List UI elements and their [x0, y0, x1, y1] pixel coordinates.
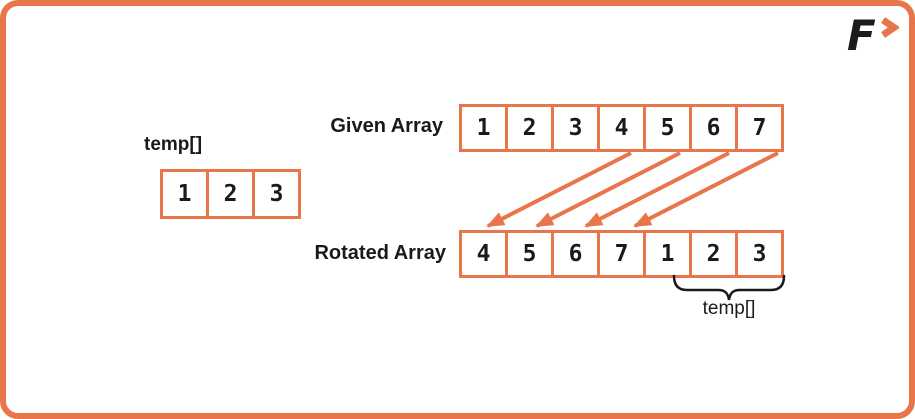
- given-array-cell: 5: [643, 104, 692, 152]
- logo-letter: F: [847, 14, 876, 56]
- temp-array-label: temp[]: [144, 134, 203, 155]
- curly-brace: [672, 274, 786, 301]
- rotation-arrow: [584, 151, 730, 228]
- given-array: 1 2 3 4 5 6 7: [459, 104, 784, 152]
- arrows-overlay: [486, 151, 786, 301]
- rotation-arrow: [535, 151, 681, 228]
- brace-temp-label: temp[]: [702, 298, 756, 319]
- rotated-array-cell: 3: [735, 230, 784, 278]
- brand-logo: F: [847, 11, 901, 60]
- rotation-arrow: [486, 151, 632, 228]
- given-array-cell: 6: [689, 104, 738, 152]
- rotated-array-cell: 2: [689, 230, 738, 278]
- rotated-array-label: Rotated Array: [314, 242, 446, 264]
- given-array-cell: 7: [735, 104, 784, 152]
- rotated-array-cell: 7: [597, 230, 646, 278]
- logo-chevron-icon: [881, 17, 901, 38]
- rotated-array-cell: 5: [505, 230, 554, 278]
- given-array-cell: 2: [505, 104, 554, 152]
- given-array-label: Given Array: [330, 115, 443, 137]
- rotated-array-cell: 4: [459, 230, 508, 278]
- rotated-array: 4 5 6 7 1 2 3: [459, 230, 784, 278]
- given-array-cell: 1: [459, 104, 508, 152]
- temp-array-cell: 1: [160, 169, 209, 219]
- temp-array-cell: 3: [252, 169, 301, 219]
- temp-array-cell: 2: [206, 169, 255, 219]
- rotated-array-cell: 6: [551, 230, 600, 278]
- brand-logo-icon: F: [847, 11, 901, 60]
- rotation-arrow: [633, 151, 779, 228]
- given-array-cell: 4: [597, 104, 646, 152]
- rotated-array-cell: 1: [643, 230, 692, 278]
- given-array-cell: 3: [551, 104, 600, 152]
- temp-array: 1 2 3: [160, 169, 301, 219]
